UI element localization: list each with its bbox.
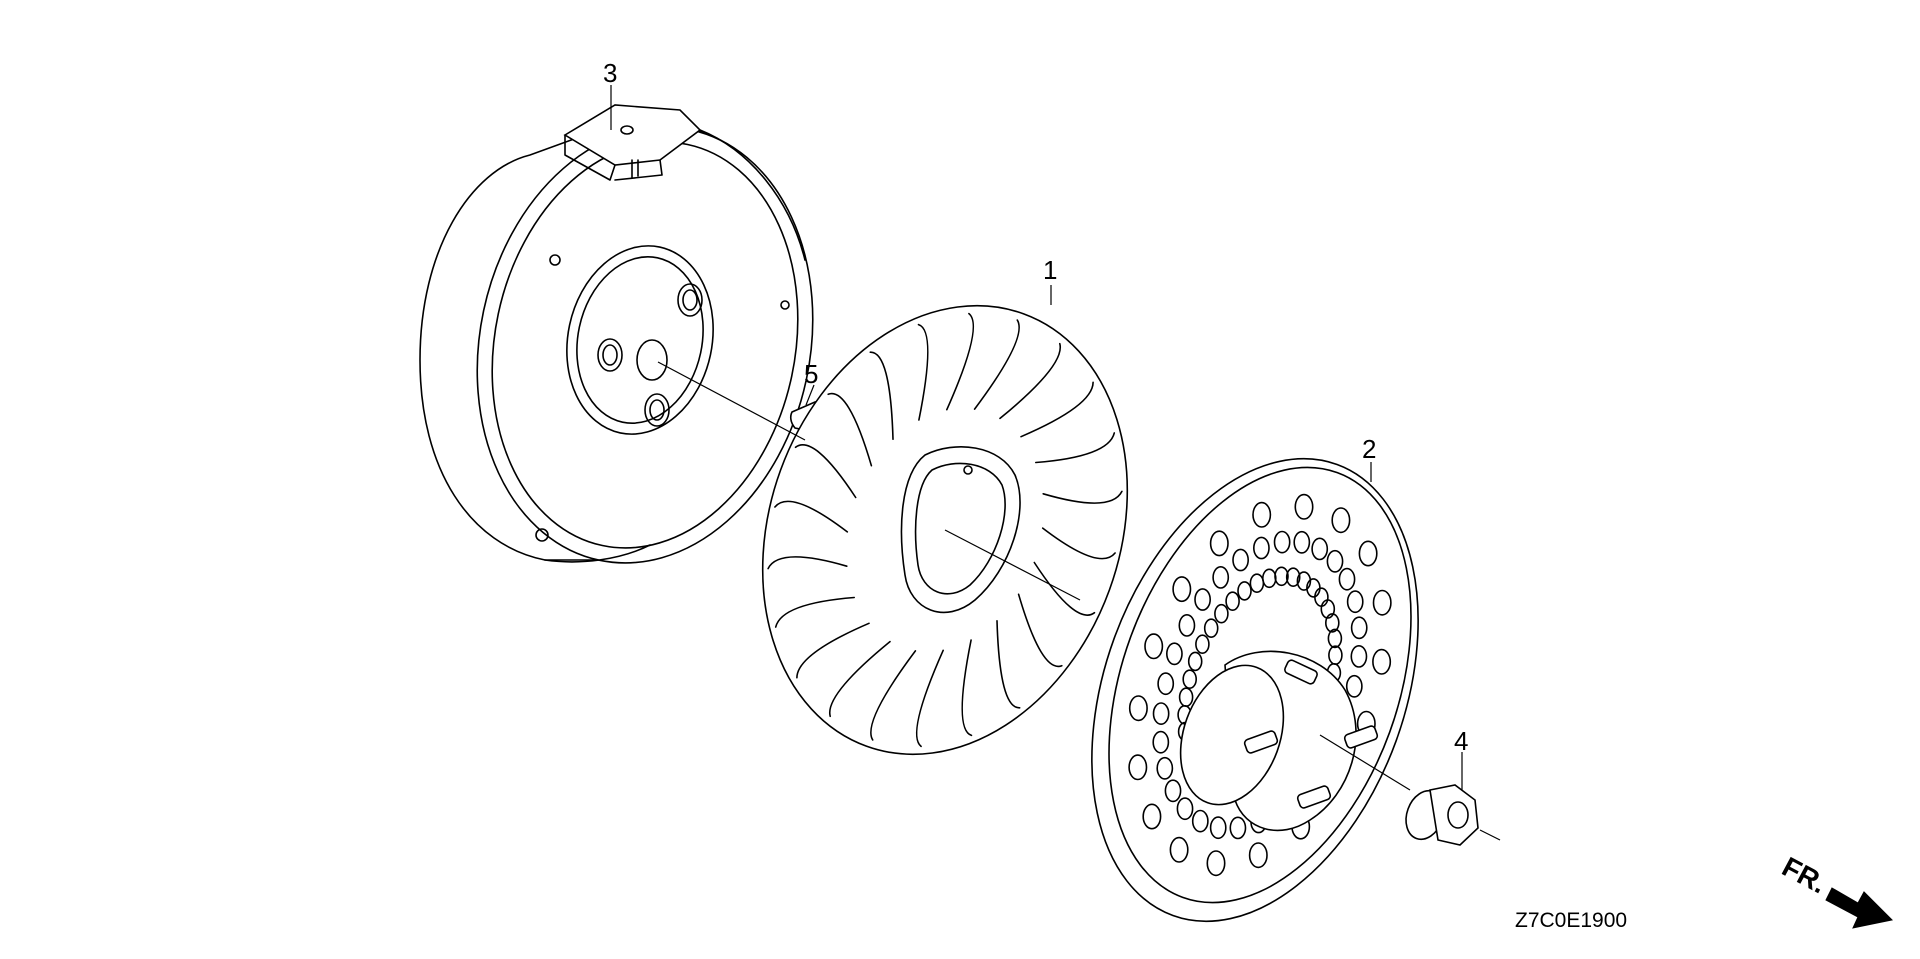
vent-hole	[1209, 530, 1229, 557]
fan-blade	[794, 444, 857, 499]
fan-blade	[1017, 593, 1063, 668]
vent-hole	[1157, 672, 1175, 696]
vent-hole	[1144, 633, 1164, 660]
figure-code: Z7C0E1900	[1515, 909, 1627, 932]
flywheel-part-3	[419, 104, 814, 564]
vent-hole	[1273, 530, 1291, 554]
vent-hole	[1346, 590, 1364, 614]
fan-blade	[774, 596, 855, 628]
vent-hole	[1248, 842, 1268, 869]
vent-hole	[1327, 628, 1343, 649]
vent-hole	[1326, 549, 1344, 573]
vent-hole	[1152, 730, 1170, 754]
flange-nut-part-4	[1405, 784, 1479, 846]
fan-blade	[828, 640, 891, 718]
vent-hole	[1191, 809, 1209, 833]
fan-blade	[827, 392, 873, 467]
direction-arrow-icon	[1825, 887, 1894, 929]
vent-hole	[1372, 589, 1392, 616]
vent-hole	[1166, 642, 1183, 666]
vent-hole	[1142, 803, 1162, 830]
fan-blade	[767, 556, 848, 570]
vent-hole	[1358, 540, 1378, 567]
vent-hole	[1178, 614, 1196, 637]
fan-blade	[1035, 432, 1116, 464]
front-direction-label: FR.	[1777, 851, 1831, 900]
vent-hole	[1212, 566, 1230, 589]
fan-blade	[915, 649, 944, 748]
vent-hole	[1169, 836, 1189, 863]
callout-3: 3	[603, 58, 617, 88]
fan-blade	[1042, 490, 1123, 504]
vent-hole	[1325, 613, 1340, 633]
vent-hole	[1128, 695, 1148, 722]
fan-blade	[996, 620, 1021, 709]
fan-blade	[1041, 527, 1116, 560]
vent-hole	[1176, 797, 1194, 821]
vent-hole	[1225, 591, 1240, 612]
vent-hole	[1172, 576, 1192, 603]
vent-hole	[1128, 754, 1148, 781]
vent-hole	[1214, 603, 1229, 624]
vent-hole	[1372, 648, 1392, 675]
vent-hole	[1203, 618, 1219, 639]
callout-4: 4	[1454, 726, 1468, 756]
vent-hole	[1229, 816, 1247, 840]
vent-hole	[1253, 536, 1270, 560]
vent-hole	[1294, 493, 1314, 520]
callout-leaders	[610, 85, 1463, 790]
fan-blade	[946, 312, 975, 411]
vent-hole	[1178, 687, 1194, 708]
callout-2: 2	[1362, 434, 1376, 464]
vent-hole	[1350, 645, 1368, 668]
front-direction-indicator: FR.	[1777, 851, 1894, 929]
fan-blade	[796, 622, 870, 679]
vent-hole	[1156, 756, 1174, 780]
vent-hole	[1195, 634, 1210, 655]
vent-hole	[1345, 674, 1363, 698]
vent-hole	[1152, 702, 1170, 726]
starter-pulley-part-2	[1091, 457, 1419, 923]
vent-hole	[1320, 599, 1336, 619]
vent-hole	[1350, 616, 1368, 640]
vent-hole	[1164, 779, 1182, 803]
vent-hole	[1285, 567, 1301, 588]
fan-blade	[1020, 381, 1094, 438]
vent-hole	[1206, 850, 1226, 877]
fan-blade	[869, 351, 894, 440]
fan-blade	[917, 323, 929, 421]
fan-blade	[870, 650, 917, 741]
vent-hole	[1237, 581, 1252, 601]
vent-hole	[1296, 571, 1312, 591]
fan-blade	[1033, 561, 1096, 616]
callout-5: 5	[804, 359, 818, 389]
assembly-axis-line	[657, 361, 1501, 841]
fan-blade	[961, 639, 973, 737]
vent-hole	[1209, 816, 1227, 840]
vent-hole	[1252, 501, 1272, 528]
vent-hole	[1274, 566, 1289, 587]
fan-blade	[774, 500, 849, 533]
fan-blade	[999, 342, 1062, 420]
vent-hole	[1293, 530, 1311, 554]
vent-hole	[1187, 651, 1203, 672]
callout-1: 1	[1043, 255, 1057, 285]
vent-hole	[1194, 588, 1211, 611]
vent-hole	[1311, 537, 1329, 561]
vent-hole	[1182, 669, 1197, 690]
vent-hole	[1331, 507, 1351, 534]
vent-hole	[1232, 548, 1249, 572]
fan-blade	[973, 319, 1020, 410]
vent-hole	[1338, 567, 1356, 591]
